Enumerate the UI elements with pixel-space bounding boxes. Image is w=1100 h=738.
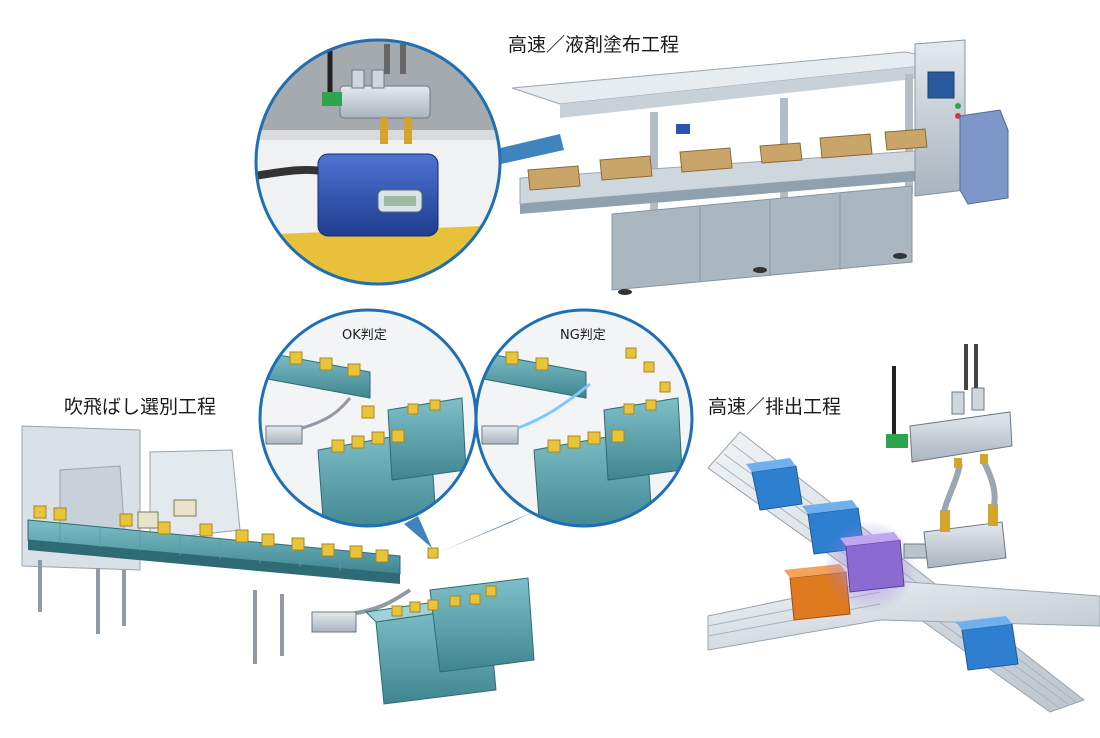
ok-callout: [258, 308, 478, 528]
sorting-line: [21, 425, 535, 705]
block-blue-1: [746, 458, 803, 511]
ok-judgement-label: OK判定: [342, 328, 387, 343]
block-purple: [824, 520, 916, 612]
coating-callout: [254, 38, 502, 286]
block-blue-3: [956, 616, 1019, 671]
discharge-scene: [707, 344, 1100, 713]
ng-judgement-label: NG判定: [560, 328, 606, 343]
coating-process-title: 高速／液剤塗布工程: [508, 34, 680, 56]
cylinder-icon: [903, 504, 1007, 569]
sorting-process-title: 吹飛ばし選別工程: [64, 396, 217, 418]
coating-machine: [492, 39, 1009, 295]
discharge-process-title: 高速／排出工程: [708, 396, 842, 418]
ng-callout: [474, 308, 694, 528]
